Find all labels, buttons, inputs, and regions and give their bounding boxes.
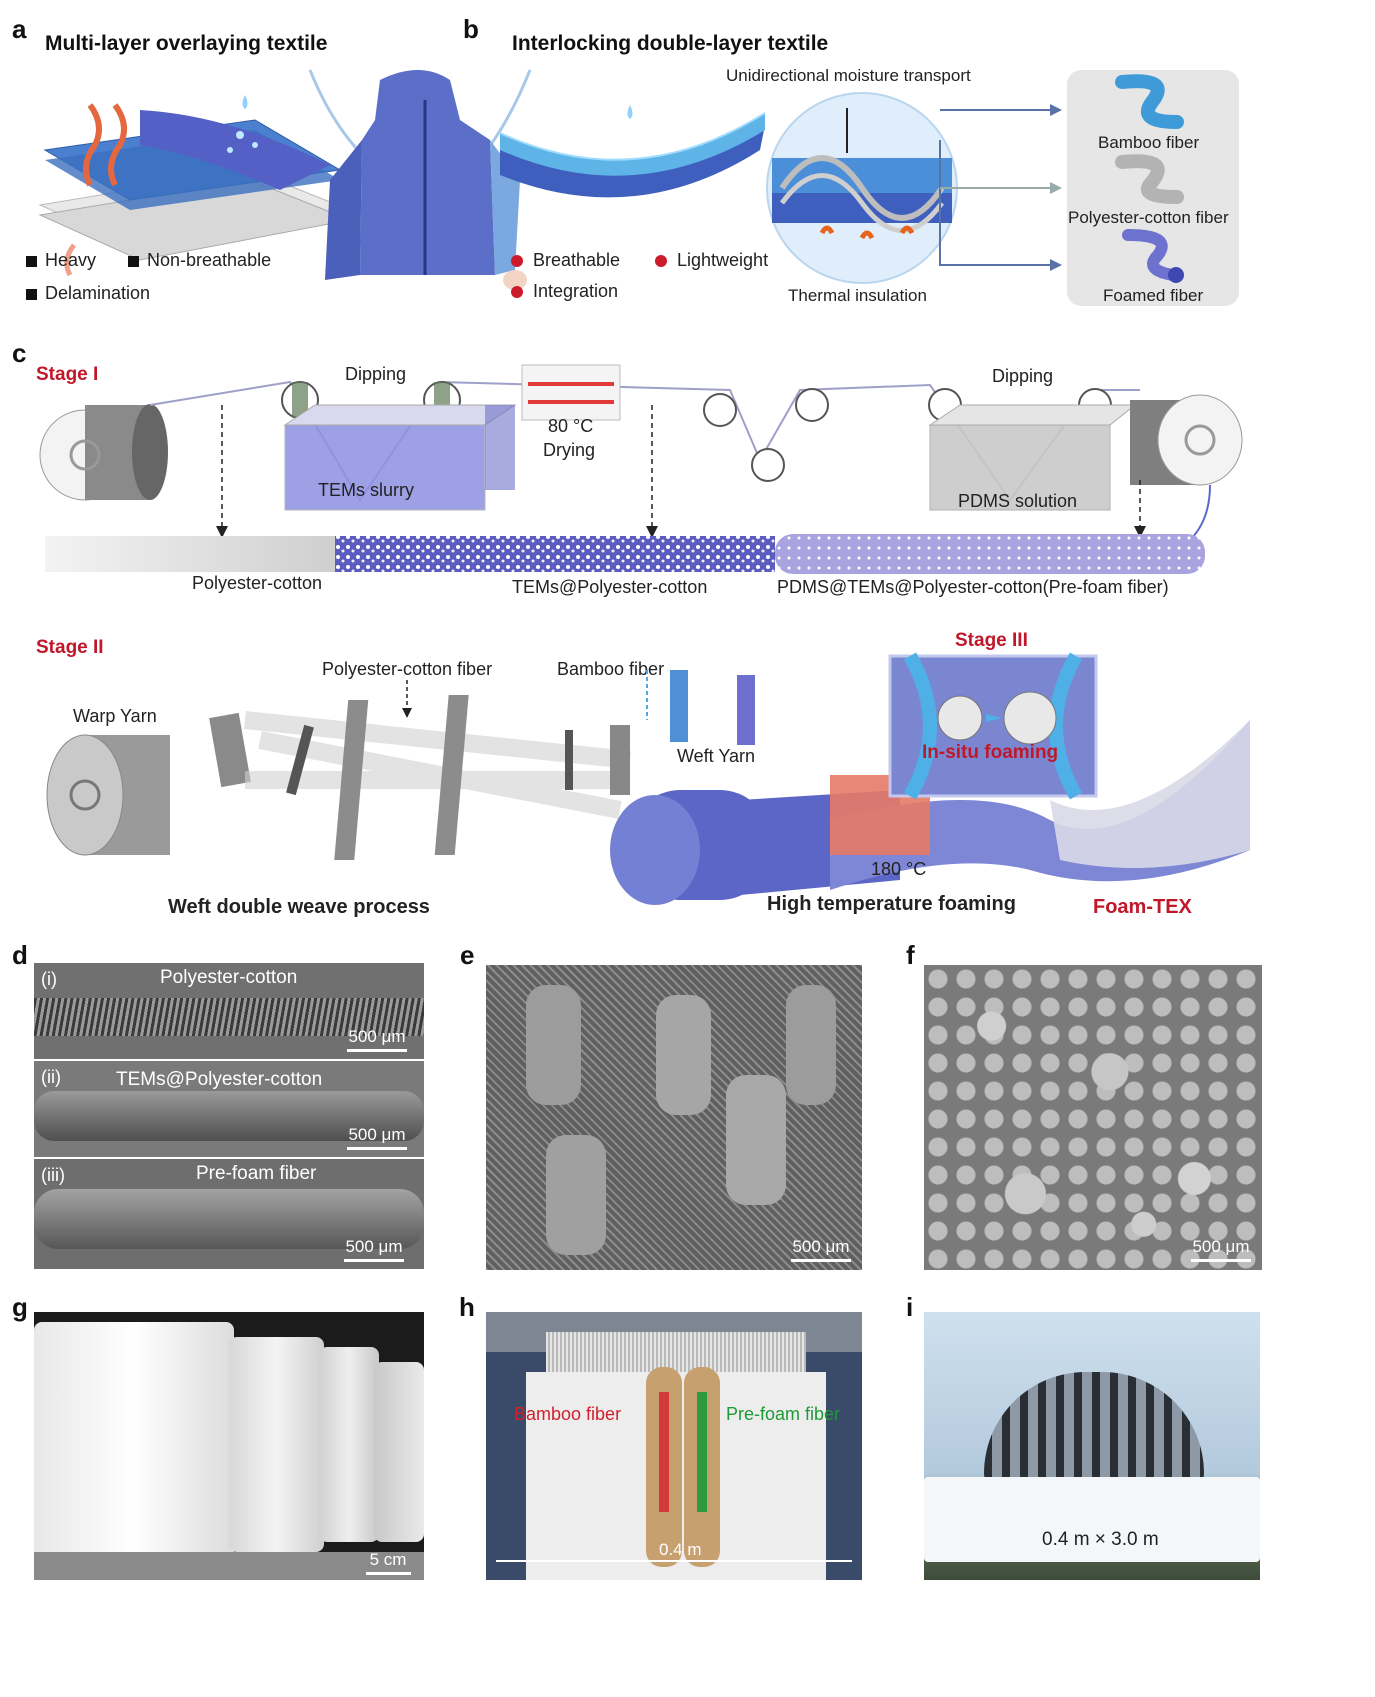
loom-width-label: 0.4 m: [659, 1540, 702, 1559]
textile-cross-section-sphere: [766, 92, 958, 284]
bamboo-fiber-icon: [1115, 74, 1184, 129]
sem-pre-foam-fiber: (iii) Pre-foam fiber 500 μm: [34, 1159, 424, 1269]
panel-b-letter: b: [463, 14, 479, 44]
moisture-transport-label: Unidirectional moisture transport: [726, 66, 971, 85]
panel-h-letter: h: [459, 1292, 475, 1322]
weave-process-label: Weft double weave process: [168, 896, 430, 918]
bullet-heavy: Heavy: [26, 250, 96, 271]
sem-polyester-cotton: (i) Polyester-cotton 500 μm: [34, 963, 424, 1059]
photo-fiber-spools: 5 cm: [34, 1312, 424, 1580]
bamboo-fiber-label: Bamboo fiber: [1098, 133, 1200, 152]
bullet-non-breathable: Non-breathable: [128, 250, 271, 271]
stage-1-label: Stage I: [36, 364, 99, 385]
multilayer-textile-illustration: [38, 95, 352, 277]
bullet-integration: Integration: [511, 281, 618, 302]
weaving-machine-diagram: [46, 670, 900, 905]
bullet-delamination: Delamination: [26, 283, 150, 304]
pc-fiber-label: Polyester-cotton fiber: [322, 659, 493, 679]
double-layer-textile-illustration: [499, 105, 766, 198]
weft-yarn-label: Weft Yarn: [677, 746, 756, 766]
photo-large-foam-tex: 0.4 m × 3.0 m: [924, 1312, 1260, 1580]
foamed-fiber-label: Foamed fiber: [1103, 286, 1204, 305]
fiber-arrows: [939, 104, 1062, 271]
panel-i-letter: i: [906, 1292, 914, 1322]
textile-size-label: 0.4 m × 3.0 m: [1042, 1529, 1159, 1550]
foaming-region: [830, 720, 1250, 890]
bullet-breathable: Breathable: [511, 250, 620, 271]
stage-3-inset: [888, 652, 1098, 800]
stage-2-label: Stage II: [36, 637, 104, 658]
dipping-1-label: Dipping: [345, 364, 407, 384]
in-situ-foaming-label: In-situ foaming: [922, 742, 1059, 763]
warp-yarn-label: Warp Yarn: [73, 706, 157, 726]
foamed-fiber-icon: [1122, 229, 1184, 283]
panel-b-title: Interlocking double-layer textile: [512, 32, 829, 55]
panel-a-letter: a: [12, 14, 27, 44]
foam-tex-label: Foam-TEX: [1093, 896, 1192, 918]
bamboo-fiber-weave-label: Bamboo fiber: [557, 659, 665, 679]
panel-d-letter: d: [12, 940, 28, 970]
fiber-label-pdms: PDMS@TEMs@Polyester-cotton(Pre-foam fibe…: [777, 577, 1169, 597]
panel-e-letter: e: [460, 940, 475, 970]
jacket-illustration: [308, 69, 532, 290]
dipping-2-label: Dipping: [992, 366, 1054, 386]
foaming-process-label: High temperature foaming: [767, 893, 1016, 915]
photo-loom-weaving: Bamboo fiber Pre-foam fiber 0.4 m: [486, 1312, 862, 1580]
thermal-insulation-label: Thermal insulation: [788, 286, 927, 305]
foaming-temp-label: 180 °C: [871, 859, 927, 879]
bullet-lightweight: Lightweight: [655, 250, 768, 271]
pdms-solution-label: PDMS solution: [958, 491, 1078, 511]
panel-c-letter: c: [12, 338, 27, 368]
drying-temp-label: 80 °C: [548, 416, 594, 436]
panel-f-letter: f: [906, 940, 915, 970]
stage-1-process-diagram: [39, 364, 1243, 541]
tems-slurry-label: TEMs slurry: [318, 480, 414, 500]
fiber-label-tems: TEMs@Polyester-cotton: [512, 577, 708, 597]
pre-foam-fiber-photo-label: Pre-foam fiber: [726, 1404, 841, 1424]
polyester-fiber-label: Polyester-cotton fiber: [1068, 208, 1229, 227]
fiber-evolution-bar: [45, 534, 1205, 574]
sem-fabric-weave: 500 μm: [486, 965, 862, 1270]
sem-foamed-microspheres: 500 μm: [924, 965, 1262, 1270]
drying-label: Drying: [543, 440, 596, 460]
bamboo-fiber-photo-label: Bamboo fiber: [514, 1404, 622, 1424]
panel-g-letter: g: [12, 1292, 28, 1322]
sem-tems-polyester-cotton: (ii) TEMs@Polyester-cotton 500 μm: [34, 1061, 424, 1157]
polyester-fiber-icon: [1115, 154, 1184, 204]
fiber-label-polyester-cotton: Polyester-cotton: [192, 573, 323, 593]
panel-a-title: Multi-layer overlaying textile: [45, 32, 328, 55]
stage-3-label: Stage III: [955, 630, 1028, 651]
